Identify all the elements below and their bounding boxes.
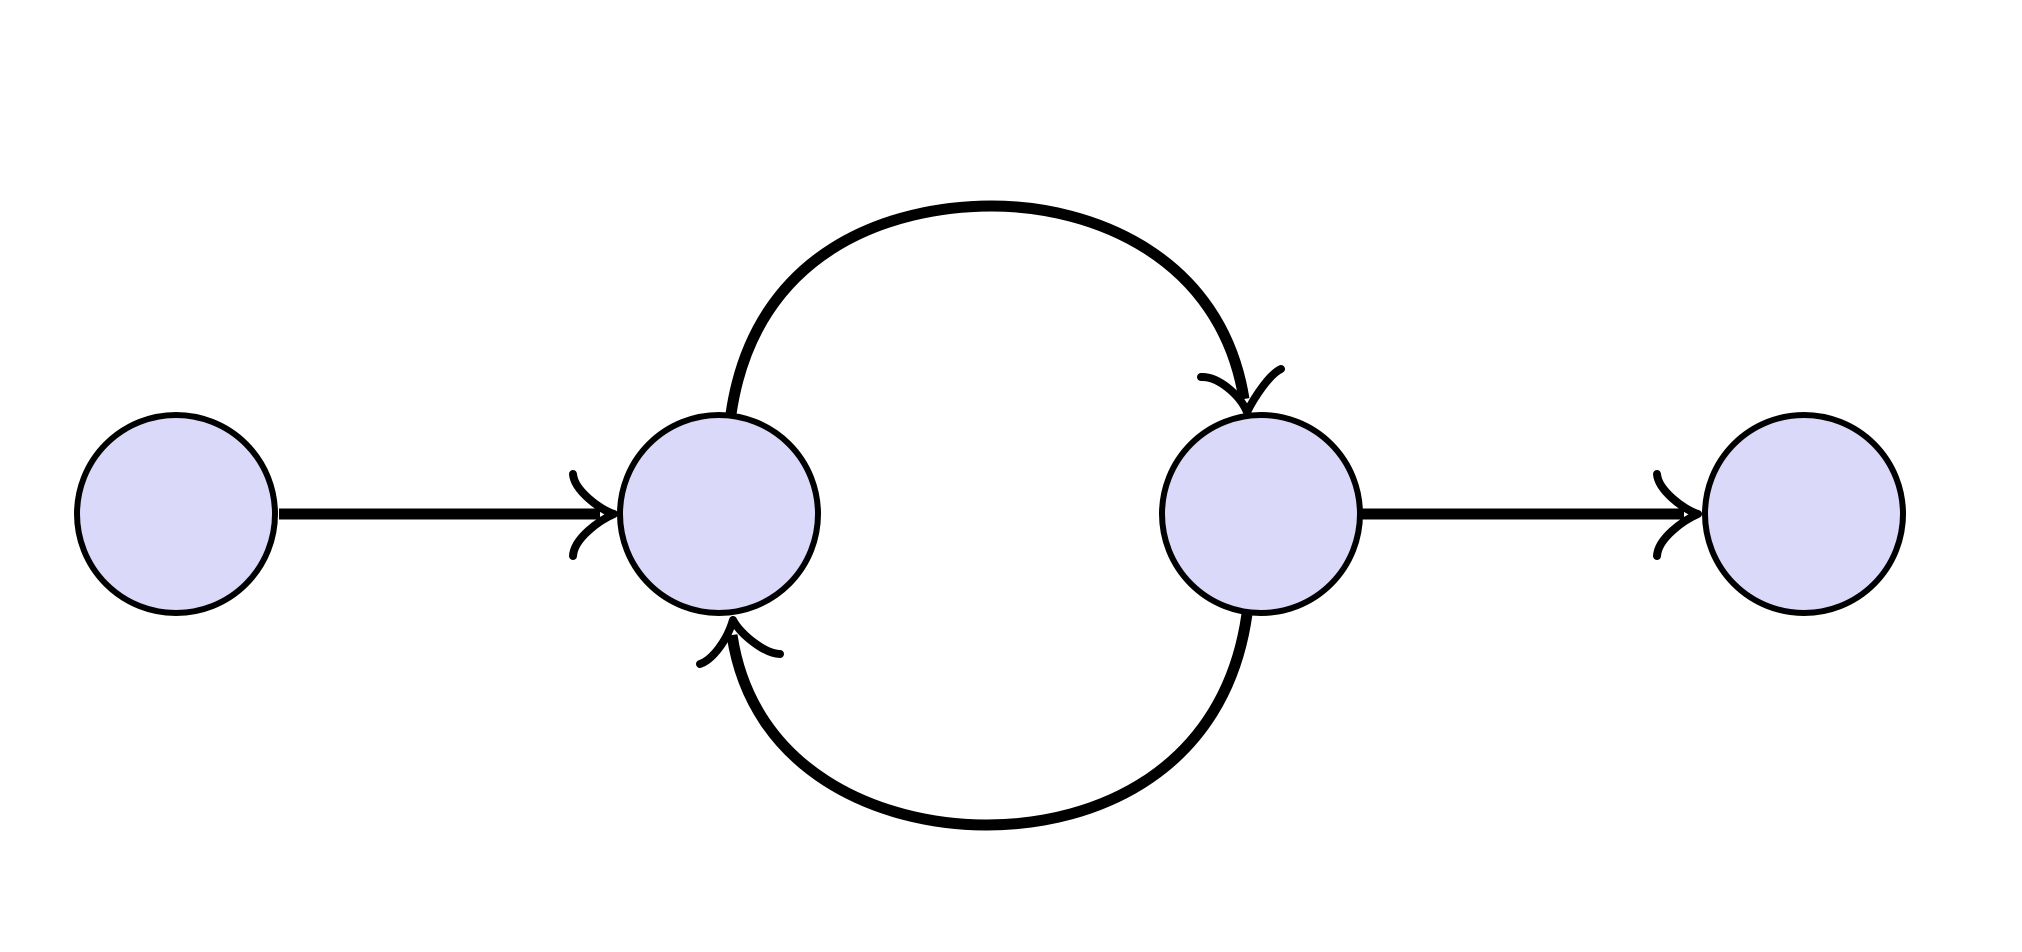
arrowhead [1197,365,1285,416]
arrowhead [696,616,784,668]
node-1 [74,412,278,616]
edge-node-3-to-node-2 [696,613,1253,831]
edges [279,200,1702,831]
arrowhead [1653,470,1702,560]
node-circle [74,412,278,616]
node-3 [1159,412,1363,616]
node-circle [1159,412,1363,616]
edge-node-1-to-node-2 [279,470,618,560]
edge-line [726,613,1253,831]
node-2 [617,412,821,616]
arrowhead [569,470,618,560]
nodes [74,412,1906,616]
node-circle [1702,412,1906,616]
node-4 [1702,412,1906,616]
edge-node-3-to-node-4 [1362,470,1702,560]
edge-node-2-to-node-3 [725,200,1285,416]
edge-line [725,200,1250,415]
node-circle [617,412,821,616]
